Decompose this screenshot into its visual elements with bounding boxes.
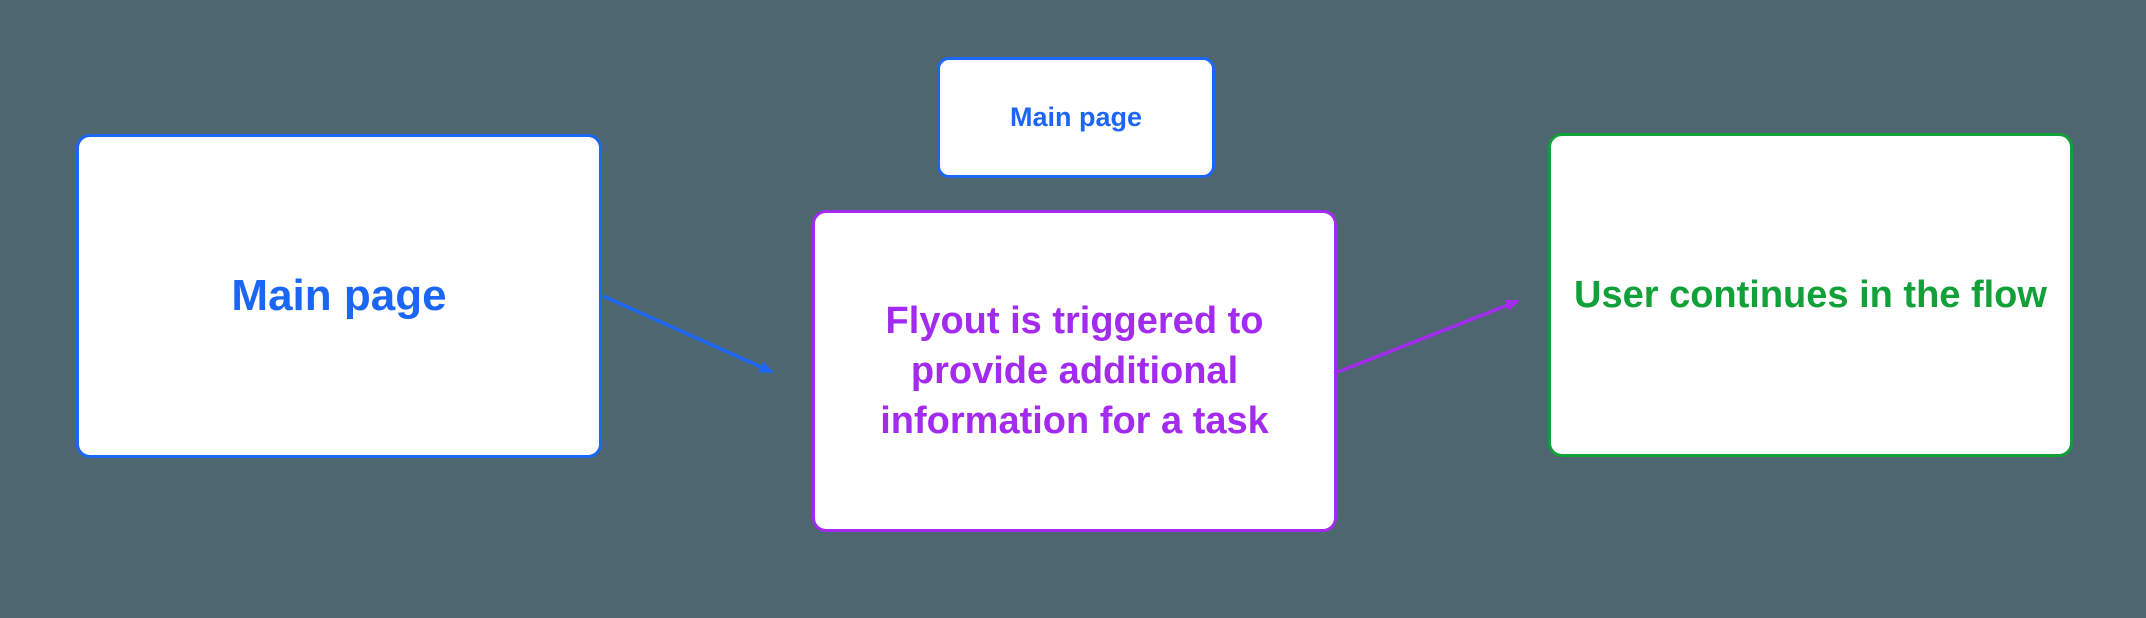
edge-main-to-flyout-arrow[interactable] xyxy=(602,294,774,374)
node-user-continues[interactable]: User continues in the flow xyxy=(1548,133,2073,457)
edge-flyout-to-continue-arrow[interactable] xyxy=(1337,299,1520,374)
node-flyout-info[interactable]: Flyout is triggered to provide additiona… xyxy=(812,210,1337,532)
node-flyout-info-label: Flyout is triggered to provide additiona… xyxy=(880,300,1269,442)
node-main-page-left-label: Main page xyxy=(231,271,447,320)
node-main-page-top-label: Main page xyxy=(1009,102,1143,132)
node-user-continues-label: User continues in the flow xyxy=(1574,273,2047,316)
node-main-page-top[interactable]: Main page xyxy=(937,57,1215,178)
node-main-page-left[interactable]: Main page xyxy=(76,134,602,458)
